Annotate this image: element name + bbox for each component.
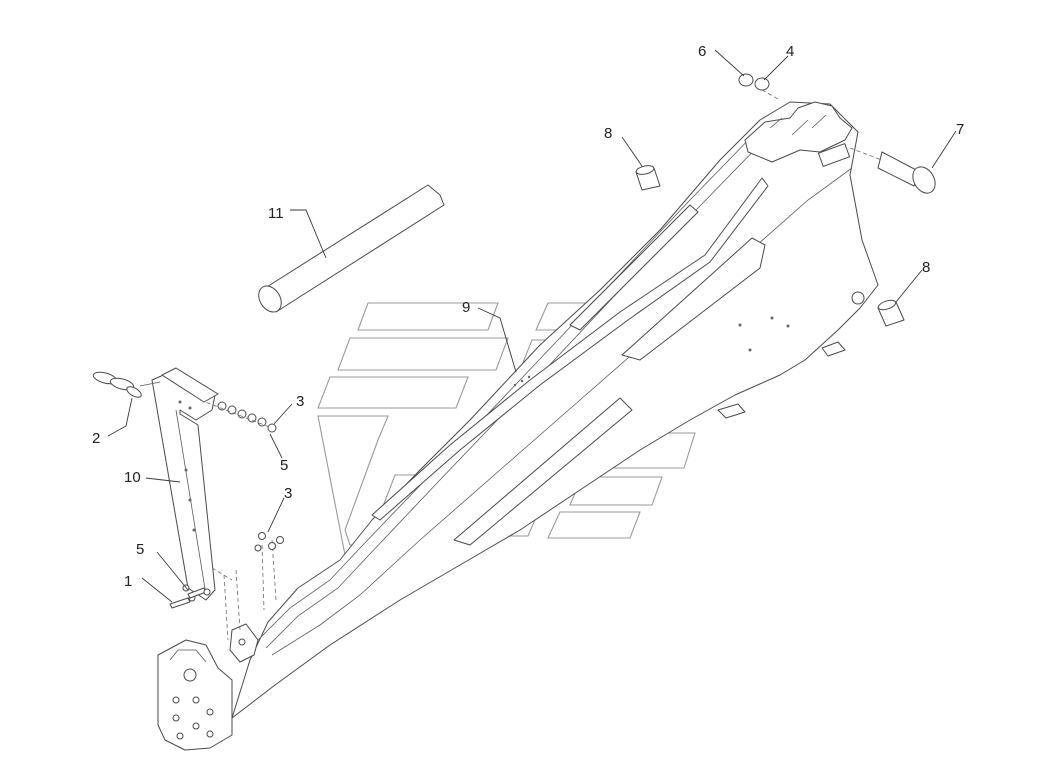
support-bar <box>151 367 277 641</box>
callout-8-right: 8 <box>922 259 930 276</box>
fasteners-upper <box>199 399 277 433</box>
callout-7: 7 <box>956 121 964 138</box>
bushing-top <box>635 165 661 191</box>
bushing-right <box>877 299 905 327</box>
boom-bracket <box>229 623 259 663</box>
callout-2: 2 <box>92 430 100 447</box>
callout-11: 11 <box>268 205 284 222</box>
callout-4: 4 <box>786 43 794 60</box>
callout-1: 1 <box>124 573 132 590</box>
callout-6: 6 <box>698 43 706 60</box>
fasteners-lower <box>169 532 284 609</box>
tube <box>258 184 445 313</box>
pin <box>849 147 936 194</box>
callout-5-upper: 5 <box>280 457 288 474</box>
callout-3-lower: 3 <box>284 485 292 502</box>
callout-8-top: 8 <box>604 125 612 142</box>
callout-leaders <box>107 49 957 603</box>
callout-10: 10 <box>124 469 141 486</box>
hook-chain <box>92 371 161 398</box>
callout-labels: 1 2 3 3 4 5 5 6 7 8 8 9 10 11 <box>92 43 964 590</box>
mount-plate <box>157 639 233 751</box>
callout-3-upper: 3 <box>296 393 304 410</box>
boom-arm <box>231 101 879 719</box>
callout-9: 9 <box>462 299 470 316</box>
callout-5-lower: 5 <box>136 541 144 558</box>
rings <box>738 73 781 101</box>
